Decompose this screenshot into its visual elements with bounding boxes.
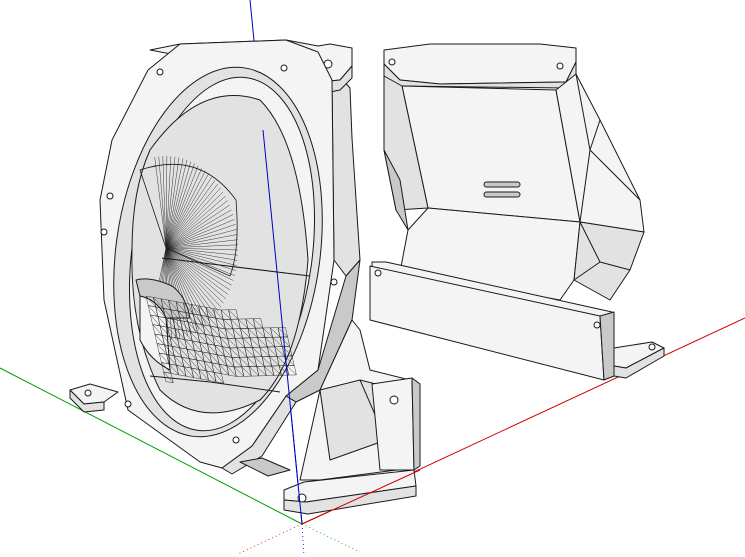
fan-spoke-line [165,247,231,291]
blue-axis-front [262,129,303,525]
rear-foot-hole [648,343,656,351]
fan-spoke-line [165,183,218,249]
fan-housing-front-model[interactable] [69,39,421,515]
rear-bracket-hole-right [593,321,601,329]
fan-spoke-line [165,195,226,249]
rear-front-face [401,85,581,223]
fan-spoke-line [165,163,195,249]
front-frame-hole-3 [106,192,114,200]
fan-spoke-line [165,247,236,271]
front-frame-hole-7 [232,436,240,444]
fan-spoke-line [165,247,222,308]
rear-top-hole-left [388,58,396,66]
mesh-cell [286,365,297,376]
fan-spoke-line [165,155,168,249]
rear-lower-right-face [573,221,645,301]
fan-spoke-line [165,187,221,249]
fan-spoke-line [165,173,209,249]
mesh-bottom-edge [149,375,281,393]
fan-spoke-line [165,247,238,261]
fan-spoke-line [165,244,239,249]
front-bottom-slot [239,457,291,477]
fan-spoke-line [165,219,235,249]
fan-spoke-line [165,247,239,251]
fan-spoke-line [165,229,237,249]
fan-spoke-line [165,234,238,249]
fan-spoke-line [165,247,203,328]
fan-spoke-line [165,165,199,249]
fan-spoke-line [165,247,234,281]
front-leg-plate-hole [389,395,399,405]
fan-spoke-line [165,168,203,249]
fan-hub-outline [139,163,238,277]
fan-spoke-line [165,170,206,249]
fan-spoke-line [165,204,230,249]
front-frame-hole-6 [124,400,132,408]
front-frame-hole-1 [156,68,164,76]
fan-spoke-line [165,191,224,249]
fan-spoke-line [165,158,184,249]
blue-axis-negative [301,523,305,557]
front-frame-hole-5 [330,278,338,286]
fan-spoke-line [165,247,210,322]
rear-top-hole-right [556,62,564,70]
fan-spoke-line [165,180,216,249]
mesh-cell [213,372,224,384]
fan-spoke-line [165,176,212,249]
front-left-foot-hole [84,389,92,397]
fan-spoke-line [165,156,176,249]
rear-foot-front [613,347,665,379]
fan-spoke-line [165,156,172,249]
fan-spoke-line [165,247,229,295]
fan-spoke-line [165,247,232,286]
fan-spoke-line [165,239,238,249]
front-center-line [161,257,311,277]
fan-spoke-line [165,247,224,304]
fan-spoke-line [165,247,219,312]
rear-top-plate [383,43,577,85]
fan-spoke-line [165,247,238,256]
front-left-foot-front [69,389,105,413]
fan-spoke-line [165,247,227,300]
fan-spoke-line [165,224,236,249]
green-axis [0,367,303,525]
rear-right-facet-lines-3 [589,119,601,151]
fan-spoke-line [165,247,237,266]
fan-spoke-line [165,161,192,249]
rear-right-facet-lines-2 [589,149,641,201]
fan-spoke-line [165,157,180,249]
fan-spoke-line [165,209,232,249]
fan-blade-mesh [145,295,297,393]
fan-spoke-line [165,247,207,325]
rear-lower-facets-2 [573,261,601,281]
fan-hub-spokes [139,155,239,341]
front-base-foot-front [283,485,417,515]
green-axis-negative [301,523,361,553]
front-frame-hole-2 [280,64,288,72]
fan-spoke-line [165,159,188,249]
front-leg-plate-side [411,377,421,471]
red-axis-front [301,469,421,525]
axes-overlay [262,129,421,525]
rear-vent-slot-1 [483,181,521,188]
rear-bracket-hole-left [374,269,382,277]
fan-spoke-line [165,214,234,249]
red-axis-negative [237,523,303,555]
front-leg-plate [371,377,415,471]
rear-vent-slot-2 [483,191,521,198]
fan-spoke-line [158,156,167,249]
front-frame-hole-4 [100,228,108,236]
fan-spoke-line [165,200,228,249]
fan-housing-rear-model[interactable] [369,43,665,381]
fan-spoke-line [162,156,167,249]
fan-spoke-line [154,157,167,249]
